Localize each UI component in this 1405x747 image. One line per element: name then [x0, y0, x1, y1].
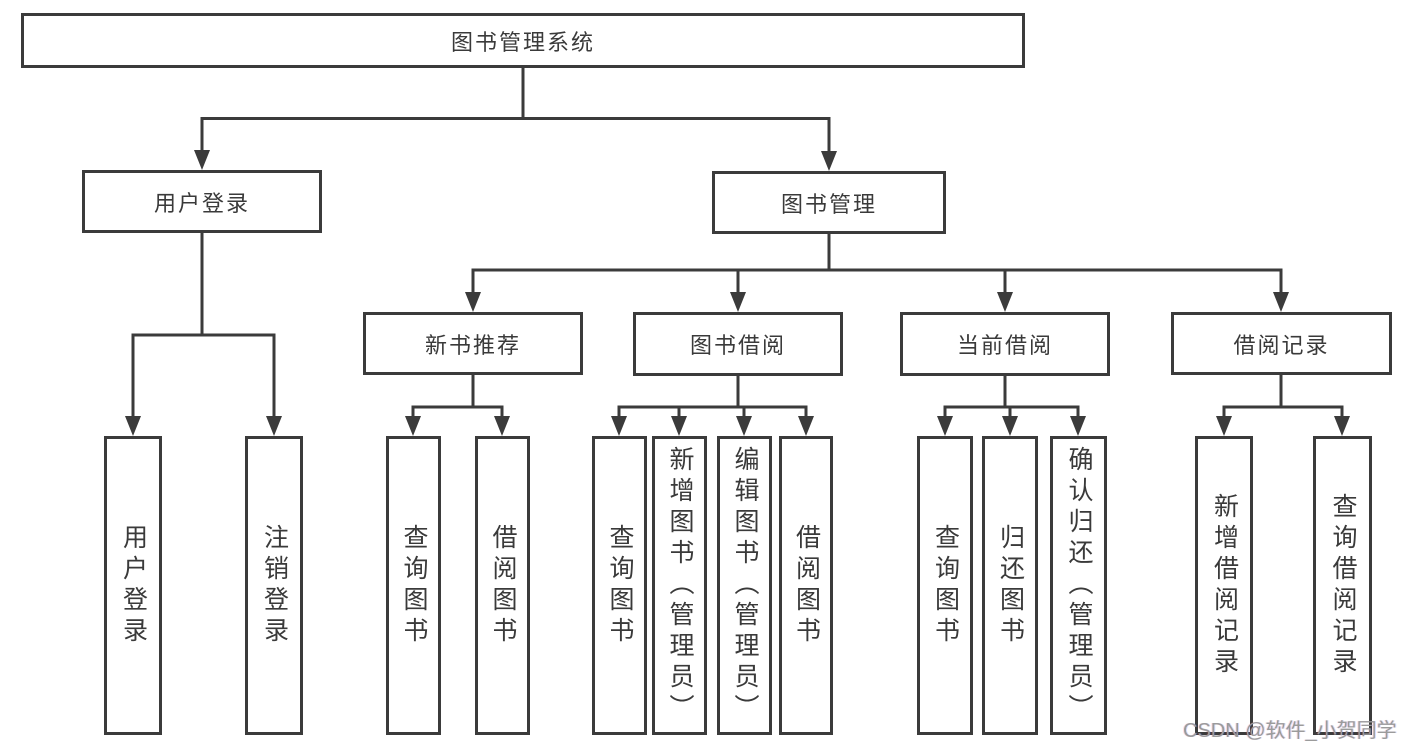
leaf-borrow-books-recommend-label: 借阅图书: [489, 523, 517, 648]
leaf-query-borrow-record-label: 查询借阅记录: [1329, 492, 1357, 679]
leaf-add-borrow-record: 新增借阅记录: [1195, 436, 1253, 735]
leaf-confirm-return-admin-label: 确认归还（管理员）: [1065, 446, 1093, 725]
node-borrow-records-label: 借阅记录: [1233, 332, 1330, 358]
leaf-logout-label: 注销登录: [260, 523, 289, 648]
leaf-query-books-current-label: 查询图书: [931, 523, 960, 648]
leaf-confirm-return-admin: 确认归还（管理员）: [1050, 436, 1107, 735]
node-book-management-label: 图书管理: [780, 191, 877, 217]
watermark: CSDN @软件_小贺同学: [1183, 720, 1397, 742]
leaf-user-login-label: 用户登录: [119, 523, 148, 648]
leaf-query-books-recommend: 查询图书: [386, 436, 441, 735]
node-current-borrowing-label: 当前借阅: [956, 333, 1053, 358]
node-user-login-branch-label: 用户登录: [153, 190, 250, 216]
leaf-borrow-books-borrowing-label: 借阅图书: [792, 523, 821, 648]
leaf-query-books-recommend-label: 查询图书: [400, 523, 428, 648]
node-user-login-branch: 用户登录: [82, 170, 322, 233]
node-library-system: 图书管理系统: [21, 13, 1025, 68]
leaf-query-books-borrowing-label: 查询图书: [606, 523, 634, 648]
node-new-book-recommend-label: 新书推荐: [424, 332, 521, 358]
leaf-query-borrow-record: 查询借阅记录: [1313, 436, 1372, 735]
leaf-user-login: 用户登录: [104, 436, 162, 735]
node-book-borrowing-label: 图书借阅: [689, 333, 786, 358]
node-book-borrowing: 图书借阅: [633, 312, 843, 376]
leaf-return-books: 归还图书: [982, 436, 1038, 735]
node-library-system-label: 图书管理系统: [450, 29, 595, 55]
leaf-logout: 注销登录: [245, 436, 303, 735]
leaf-query-books-borrowing: 查询图书: [592, 436, 647, 735]
node-current-borrowing: 当前借阅: [900, 312, 1110, 376]
leaf-add-book-admin-label: 新增图书（管理员）: [666, 446, 694, 725]
leaf-add-borrow-record-label: 新增借阅记录: [1210, 492, 1239, 679]
node-book-management: 图书管理: [712, 171, 946, 234]
leaf-edit-book-admin: 编辑图书（管理员）: [717, 436, 772, 735]
leaf-borrow-books-recommend: 借阅图书: [475, 436, 530, 735]
leaf-add-book-admin: 新增图书（管理员）: [652, 436, 707, 735]
leaf-borrow-books-borrowing: 借阅图书: [779, 436, 833, 735]
edges: [131, 68, 1344, 421]
leaf-query-books-current: 查询图书: [917, 436, 973, 735]
arrowheads: [125, 150, 1350, 436]
node-new-book-recommend: 新书推荐: [363, 312, 583, 375]
node-borrow-records: 借阅记录: [1171, 312, 1392, 375]
leaf-edit-book-admin-label: 编辑图书（管理员）: [731, 446, 759, 725]
leaf-return-books-label: 归还图书: [996, 523, 1025, 648]
